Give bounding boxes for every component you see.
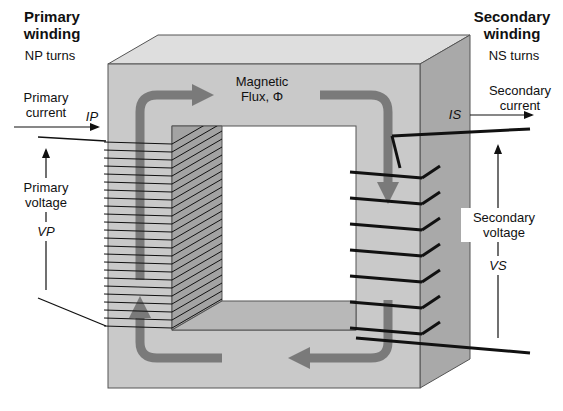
winding-turn [172, 259, 222, 288]
turns-label: NS turns [489, 48, 540, 63]
secondary-lead [392, 136, 400, 168]
winding-turn [172, 235, 222, 264]
core-inner-wall [172, 126, 222, 330]
winding-turn [350, 276, 422, 282]
secondary-lead [356, 338, 530, 353]
flux-arrows [140, 95, 388, 358]
winding-turn [422, 296, 440, 308]
winding-turn [104, 174, 172, 176]
winding-turn [104, 182, 172, 184]
winding-turn [350, 224, 422, 230]
voltage-symbol: VP [34, 222, 57, 241]
winding-turn [104, 190, 172, 192]
winding-turn [172, 155, 222, 184]
winding-turn [172, 283, 222, 312]
flux-arrow [140, 95, 196, 280]
winding-turn [422, 218, 440, 230]
voltage-arrow [497, 146, 498, 338]
winding-turn [350, 172, 422, 178]
winding-turn [172, 227, 222, 256]
winding-turn [172, 299, 222, 328]
voltage-label: Secondary voltage [461, 208, 547, 242]
winding-title: Primary winding [12, 8, 92, 42]
winding-turn [350, 328, 422, 334]
winding-turn [172, 243, 222, 272]
voltage-symbol: VS [486, 256, 509, 275]
winding-turn [172, 291, 222, 320]
winding-turn [104, 206, 172, 208]
winding-turn [172, 139, 222, 168]
current-symbol: IP [86, 109, 98, 124]
winding-turn [104, 214, 172, 216]
core-top-face [108, 35, 470, 64]
winding-turn [104, 150, 172, 152]
winding-turn [172, 211, 222, 240]
winding-turn [104, 222, 172, 224]
winding-turn [104, 310, 172, 312]
winding-turn [422, 244, 440, 256]
current-label: Primary current [11, 90, 81, 120]
winding-turn [104, 198, 172, 200]
voltage-arrow [45, 150, 46, 290]
winding-turn [104, 230, 172, 232]
flux-label: Magnetic Flux, Φ [222, 74, 302, 104]
current-label: Secondary current [484, 83, 556, 113]
winding-turn [172, 171, 222, 200]
winding-title: Secondary winding [469, 8, 555, 42]
winding-turn [172, 195, 222, 224]
winding-turn [104, 158, 172, 160]
winding-turn [172, 219, 222, 248]
winding-turn [104, 286, 172, 288]
winding-turn [172, 251, 222, 280]
winding-turn [104, 166, 172, 168]
winding-turn [350, 302, 422, 308]
secondary-winding [350, 166, 440, 334]
winding-inner [172, 126, 222, 328]
core-window [172, 126, 356, 330]
winding-turn [104, 278, 172, 280]
winding-turn [350, 250, 422, 256]
current-arrow [470, 114, 532, 115]
winding-turn [104, 254, 172, 256]
winding-turn [104, 246, 172, 248]
winding-turn [104, 142, 172, 144]
winding-turn [422, 166, 440, 178]
primary-winding [104, 115, 222, 328]
winding-turn [422, 270, 440, 282]
winding-turn [172, 187, 222, 216]
turns-label: NP turns [25, 48, 75, 63]
winding-turn [104, 270, 172, 272]
winding-turn [422, 322, 440, 334]
winding-turn [172, 131, 222, 160]
primary-lead [38, 298, 106, 326]
winding-turn [104, 302, 172, 304]
current-symbol: IS [449, 107, 461, 122]
secondary-lead [392, 129, 530, 136]
current-arrow [14, 126, 98, 127]
voltage-label: Primary voltage [8, 178, 84, 212]
winding-turn [104, 326, 172, 328]
winding-turn [172, 126, 222, 152]
winding-turn [104, 318, 172, 320]
winding-turn [104, 262, 172, 264]
winding-turn [422, 192, 440, 204]
winding-turn [172, 203, 222, 232]
winding-turn [104, 294, 172, 296]
winding-turn [172, 179, 222, 208]
winding-turn [172, 267, 222, 296]
winding-turn [172, 147, 222, 176]
flux-arrow [140, 314, 222, 358]
winding-turn [350, 198, 422, 204]
core-inner-floor [172, 301, 356, 330]
winding-turn [172, 163, 222, 192]
winding-turn [104, 238, 172, 240]
primary-lead [38, 137, 106, 141]
winding-turn [172, 275, 222, 304]
